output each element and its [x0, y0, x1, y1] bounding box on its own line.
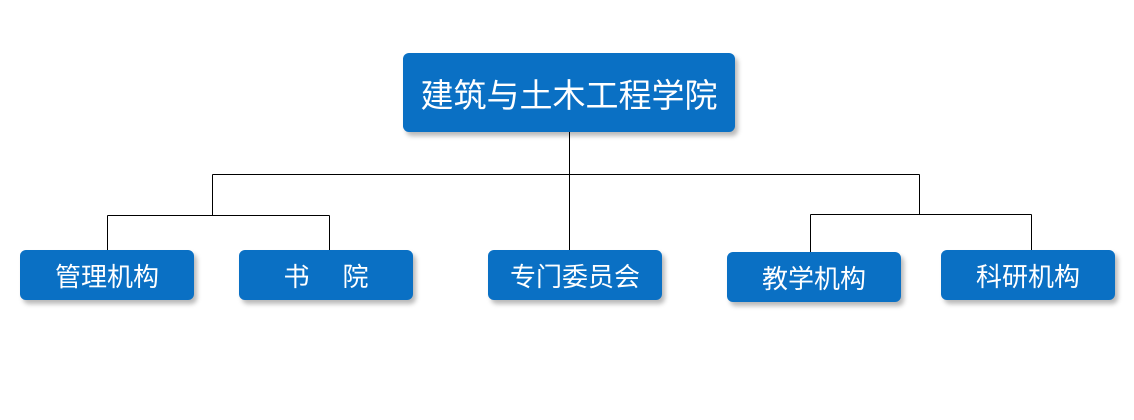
child-node-research: 科研机构 [941, 250, 1115, 300]
child-node-teaching: 教学机构 [727, 252, 901, 302]
child-node-academy: 书 院 [239, 250, 413, 300]
child-node-management: 管理机构 [20, 250, 194, 300]
root-node: 建筑与土木工程学院 [403, 53, 735, 132]
child-node-committee: 专门委员会 [488, 250, 662, 300]
